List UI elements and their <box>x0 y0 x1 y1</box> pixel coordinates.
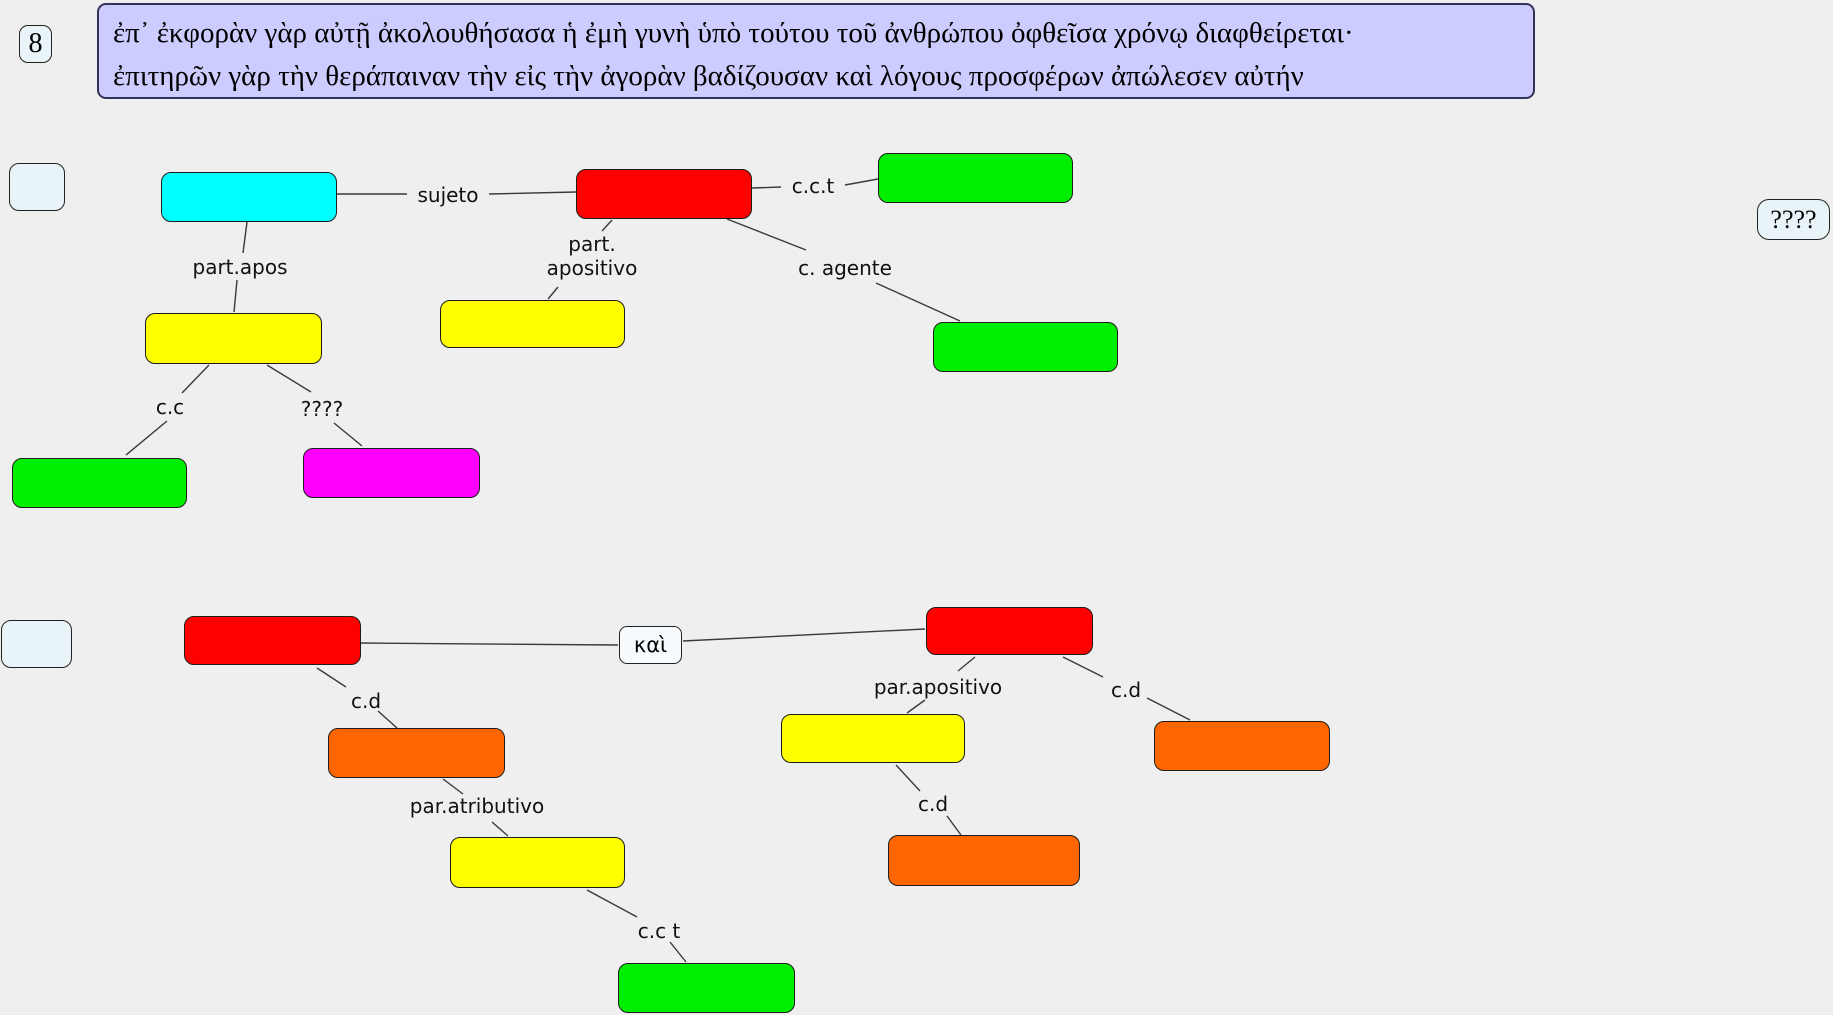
word-slot-box[interactable] <box>328 728 505 778</box>
connector-line <box>333 422 363 447</box>
connector-line <box>682 628 926 642</box>
connector-line <box>547 286 559 300</box>
connector-line <box>1146 697 1191 721</box>
sentence-line-2: ἐπιτηρῶν γὰρ τὴν θεράπαιναν τὴν εἰς τὴν … <box>113 60 1304 92</box>
word-slot-box[interactable] <box>618 963 795 1013</box>
sentence-box: ἐπ᾽ ἐκφορὰν γὰρ αὐτῇ ἀκολουθήσασα ἡ ἐμὴ … <box>97 3 1535 99</box>
connector-line <box>242 221 248 254</box>
word-slot-box[interactable] <box>440 300 625 348</box>
edge-label-par-apositivo: par.apositivo <box>873 675 1003 699</box>
connector-line <box>669 941 687 963</box>
word-slot-box[interactable] <box>926 607 1093 655</box>
connector-line <box>726 218 807 251</box>
edge-label-part-apositivo: part. apositivo <box>547 232 638 280</box>
word-slot-box[interactable] <box>161 172 337 222</box>
connector-line <box>360 642 619 646</box>
word-slot-box[interactable] <box>933 322 1118 372</box>
connector-line <box>316 667 347 688</box>
word-slot-box[interactable] <box>888 835 1080 886</box>
connector-line <box>233 279 238 313</box>
edge-label-part-apositivo-line1: part. <box>568 232 616 256</box>
word-slot-box[interactable] <box>576 169 752 219</box>
connector-line <box>266 364 312 393</box>
edge-label-part-apositivo-line2: apositivo <box>546 256 638 280</box>
word-slot-box[interactable] <box>303 448 480 498</box>
connector-line <box>601 219 613 232</box>
connector-line <box>377 710 398 729</box>
connector-line <box>895 764 921 792</box>
sentence-line-1: ἐπ᾽ ἐκφορὰν γὰρ αὐτῇ ἀκολουθήσασα ἡ ἐμὴ … <box>113 17 1354 49</box>
edge-label-cd-left: c.d <box>350 689 382 713</box>
connector-line <box>125 420 168 456</box>
connector-line <box>875 282 961 322</box>
connector-line <box>181 364 210 394</box>
edge-label-sujeto: sujeto <box>417 183 479 207</box>
word-slot-box[interactable] <box>878 153 1073 203</box>
edge-label-cc-t: c.c t <box>637 919 681 943</box>
connector-line <box>957 656 976 672</box>
edge-label-cd-right: c.d <box>1110 678 1142 702</box>
connector-line <box>586 889 638 918</box>
word-slot-box[interactable] <box>1154 721 1330 771</box>
edge-label-cd-mid: c.d <box>917 792 949 816</box>
empty-slot-box[interactable] <box>9 163 65 211</box>
edge-label-unknown[interactable]: ???? <box>300 397 344 421</box>
connector-line <box>442 778 464 795</box>
connector-line <box>906 699 926 714</box>
edge-label-part-apos: part.apos <box>192 255 288 279</box>
edge-label-c-agente: c. agente <box>798 256 892 280</box>
connector-line <box>946 815 962 836</box>
sentence-number-badge: 8 <box>19 25 52 63</box>
word-slot-box[interactable] <box>12 458 187 508</box>
unknown-slot-box[interactable]: ???? <box>1757 199 1830 240</box>
word-slot-box[interactable] <box>450 837 625 888</box>
kai-connector-box: καὶ <box>619 626 682 664</box>
word-slot-box[interactable] <box>781 714 965 763</box>
connector-line <box>1062 656 1104 678</box>
edge-label-par-atributivo: par.atributivo <box>409 794 545 818</box>
word-slot-box[interactable] <box>184 616 361 665</box>
edge-label-cct: c.c.t <box>791 174 835 198</box>
connector-line <box>844 178 879 186</box>
connector-line <box>491 821 509 837</box>
edge-label-cc: c.c <box>155 395 185 419</box>
connector-line <box>488 191 577 195</box>
connector-line <box>751 186 782 189</box>
word-slot-box[interactable] <box>145 313 322 364</box>
empty-slot-box[interactable] <box>1 620 72 668</box>
